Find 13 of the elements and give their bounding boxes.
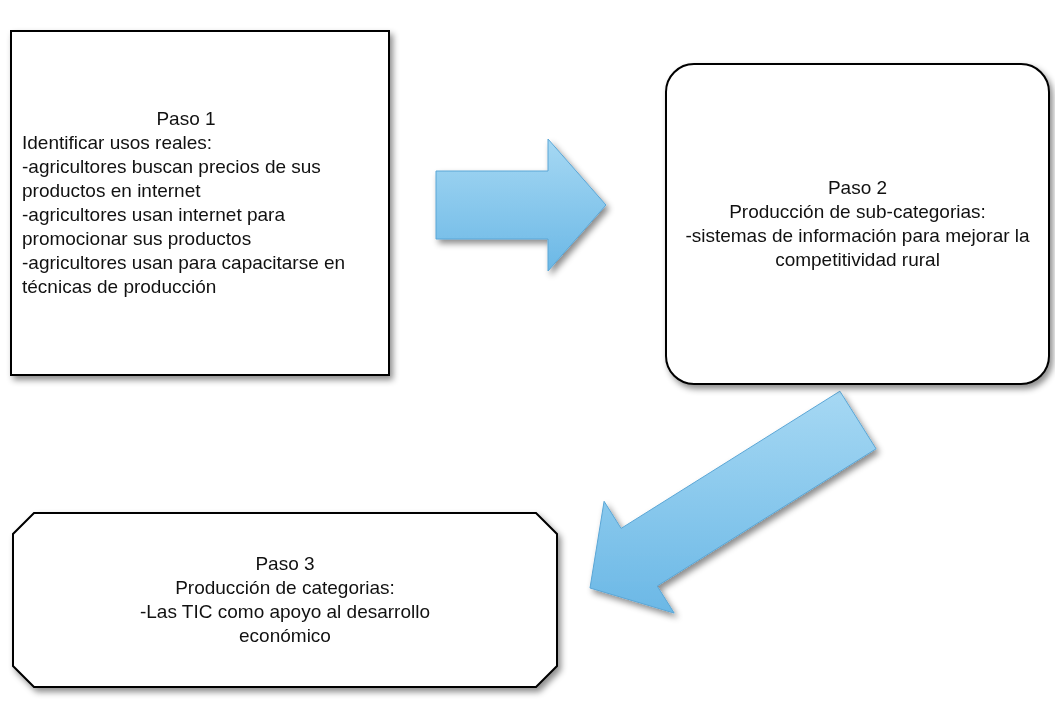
block-arrow xyxy=(589,390,877,614)
step-heading: Paso 2 xyxy=(826,176,889,200)
step-heading: Paso 1 xyxy=(155,107,217,131)
step-text: Producción de categorias: xyxy=(174,576,396,600)
step-text: -sistemas de información para mejorar la competitividad rural xyxy=(684,224,1031,272)
step-heading: Paso 3 xyxy=(254,552,316,576)
step-text: -Las TIC como apoyo al desarrollo económico xyxy=(138,600,432,648)
step-text: -agricultores usan para capacitarse en técnicas de producción xyxy=(22,251,347,299)
step-text: Identificar usos reales: xyxy=(22,131,214,155)
block-arrow xyxy=(435,138,607,272)
step-text: Producción de sub-categorias: xyxy=(728,200,987,224)
step-text: -agricultores buscan precios de sus productos en internet xyxy=(22,155,322,203)
step-text: -agricultores usan internet para promocionar sus productos xyxy=(22,203,286,251)
